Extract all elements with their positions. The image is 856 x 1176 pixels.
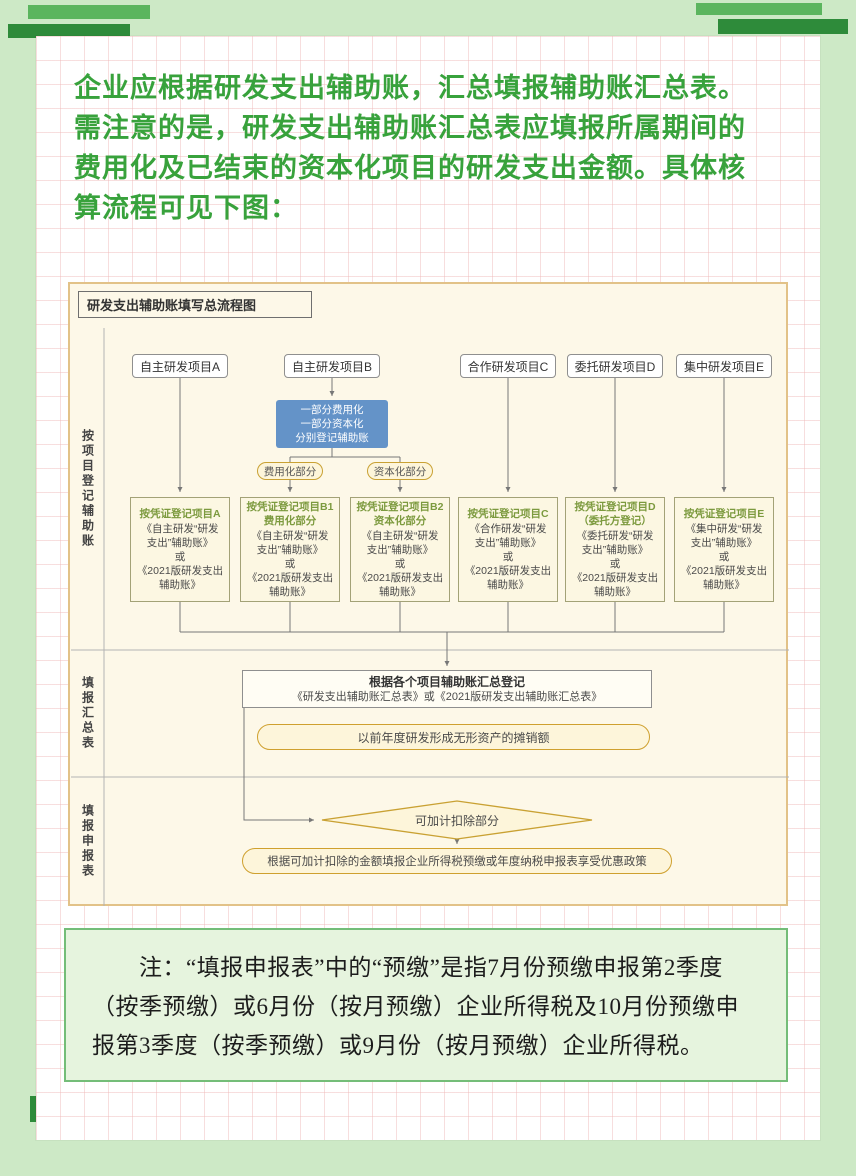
ledger-box-d: 按凭证登记项目D （委托方登记） 《委托研发“研发 支出”辅助账》 或 《202… bbox=[565, 497, 665, 602]
ledger-heading: 按凭证登记项目B2 资本化部分 bbox=[356, 501, 444, 527]
ledger-body: 《自主研发“研发 支出”辅助账》 或 《2021版研发支出 辅助账》 bbox=[246, 530, 334, 598]
project-box-a: 自主研发项目A bbox=[132, 354, 228, 378]
ledger-heading: 按凭证登记项目C bbox=[467, 508, 549, 520]
ledger-box-c: 按凭证登记项目C 《合作研发“研发 支出”辅助账》 或 《2021版研发支出 辅… bbox=[458, 497, 558, 602]
note-box: 注：“填报申报表”中的“预缴”是指7月份预缴申报第2季度 （按季预缴）或6月份（… bbox=[64, 928, 788, 1082]
decor-bar-top-left-2 bbox=[8, 24, 130, 38]
decor-bar-top-left-1 bbox=[28, 5, 150, 19]
ledger-box-a: 按凭证登记项目A 《自主研发“研发 支出”辅助账》 或 《2021版研发支出 辅… bbox=[130, 497, 230, 602]
section-divider-lines bbox=[71, 328, 789, 906]
split-note-box: 一部分费用化 一部分资本化 分别登记辅助账 bbox=[276, 400, 388, 448]
project-box-b: 自主研发项目B bbox=[284, 354, 380, 378]
ledger-heading: 按凭证登记项目E bbox=[683, 508, 765, 520]
ledger-body: 《集中研发“研发 支出”辅助账》 或 《2021版研发支出 辅助账》 bbox=[680, 523, 768, 591]
final-declaration-pill: 根据可加计扣除的金额填报企业所得税预缴或年度纳税申报表享受优惠政策 bbox=[242, 848, 672, 874]
ledger-body: 《委托研发“研发 支出”辅助账》 或 《2021版研发支出 辅助账》 bbox=[571, 530, 659, 598]
intro-text: 企业应根据研发支出辅助账，汇总填报辅助账汇总表。 需注意的是，研发支出辅助账汇总… bbox=[74, 73, 746, 223]
section-label-declare: 填报申报表 bbox=[80, 804, 95, 879]
project-box-c: 合作研发项目C bbox=[460, 354, 556, 378]
ledger-box-e: 按凭证登记项目E 《集中研发“研发 支出”辅助账》 或 《2021版研发支出 辅… bbox=[674, 497, 774, 602]
section-label-summary: 填报汇总表 bbox=[80, 676, 95, 751]
ledger-heading: 按凭证登记项目D （委托方登记） bbox=[574, 501, 656, 527]
ledger-heading: 按凭证登记项目B1 费用化部分 bbox=[246, 501, 334, 527]
ledger-box-b1: 按凭证登记项目B1 费用化部分 《自主研发“研发 支出”辅助账》 或 《2021… bbox=[240, 497, 340, 602]
connector-lines bbox=[177, 378, 727, 844]
decor-bar-top-right-2 bbox=[718, 19, 848, 34]
ledger-box-b2: 按凭证登记项目B2 资本化部分 《自主研发“研发 支出”辅助账》 或 《2021… bbox=[350, 497, 450, 602]
project-box-e: 集中研发项目E bbox=[676, 354, 772, 378]
ledger-heading: 按凭证登记项目A bbox=[139, 508, 221, 520]
project-box-d: 委托研发项目D bbox=[567, 354, 663, 378]
decision-diamond-label: 可加计扣除部分 bbox=[414, 814, 499, 828]
ledger-body: 《合作研发“研发 支出”辅助账》 或 《2021版研发支出 辅助账》 bbox=[464, 523, 552, 591]
flowchart-title: 研发支出辅助账填写总流程图 bbox=[78, 291, 312, 318]
summary-line-2: 《研发支出辅助账汇总表》或《2021版研发支出辅助账汇总表》 bbox=[291, 690, 603, 703]
branch-label-capitalized: 资本化部分 bbox=[367, 462, 433, 480]
ledger-body: 《自主研发“研发 支出”辅助账》 或 《2021版研发支出 辅助账》 bbox=[356, 530, 444, 598]
summary-register-box: 根据各个项目辅助账汇总登记 《研发支出辅助账汇总表》或《2021版研发支出辅助账… bbox=[242, 670, 652, 708]
ledger-body: 《自主研发“研发 支出”辅助账》 或 《2021版研发支出 辅助账》 bbox=[136, 523, 224, 591]
section-label-ledger: 按项目登记辅助账 bbox=[80, 429, 95, 549]
summary-line-1: 根据各个项目辅助账汇总登记 bbox=[368, 674, 525, 689]
decor-bar-top-right-1 bbox=[696, 3, 822, 15]
flowchart: 研发支出辅助账填写总流程图 按项目登记辅助账 填报汇总表 填报申报表 自主研发项… bbox=[68, 282, 789, 906]
decision-diamond-shape bbox=[321, 800, 593, 840]
flow-connectors bbox=[71, 328, 789, 906]
branch-label-expensed: 费用化部分 bbox=[257, 462, 323, 480]
amortization-pill: 以前年度研发形成无形资产的摊销额 bbox=[257, 724, 650, 750]
